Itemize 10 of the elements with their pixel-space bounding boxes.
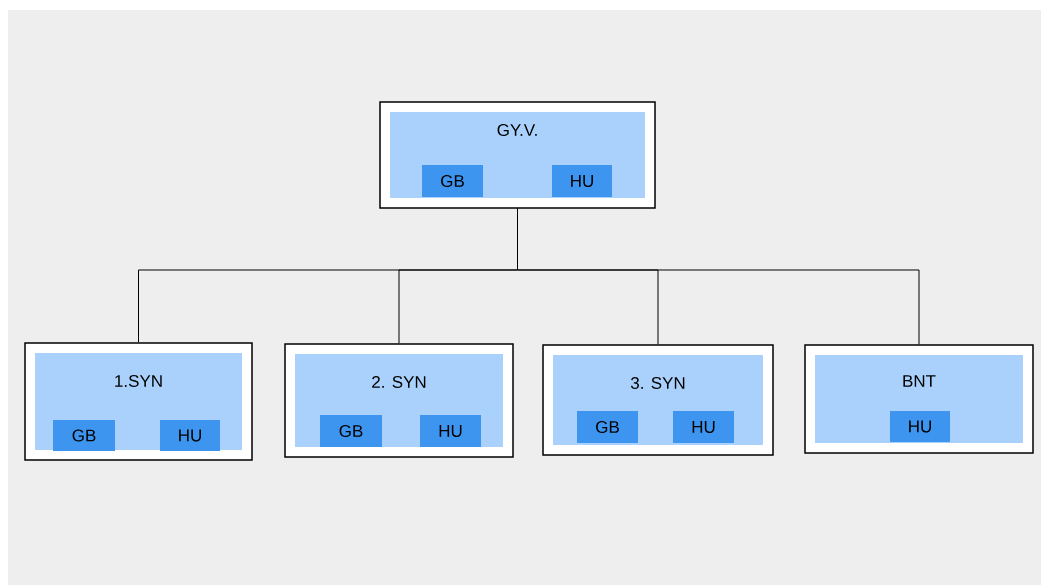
tag-box: HU xyxy=(890,411,950,442)
tag-box: GB xyxy=(320,415,382,447)
tag-box: HU xyxy=(552,165,612,197)
connector-line xyxy=(517,208,920,345)
tag-box: GB xyxy=(53,420,115,451)
tag-box: GB xyxy=(422,165,483,197)
tag-box: HU xyxy=(160,420,220,451)
tag-box: HU xyxy=(420,415,481,447)
tag-box: HU xyxy=(673,411,734,443)
tag-box: GB xyxy=(577,411,638,443)
